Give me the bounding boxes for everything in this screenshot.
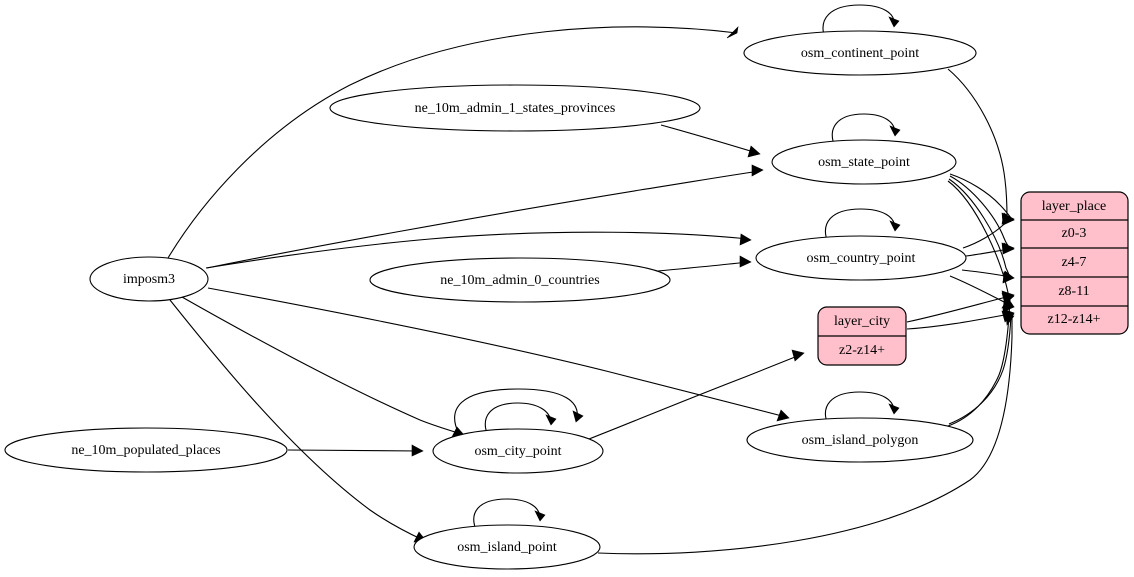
node-osm_island_polygon[interactable]: osm_island_polygon bbox=[746, 417, 974, 463]
edge-osm_island_point-self bbox=[473, 498, 546, 533]
node-osm_city_point-label: osm_city_point bbox=[474, 444, 561, 459]
record-layer_place-row-z8-11[interactable]: z8-11 bbox=[1058, 284, 1089, 299]
edge-osm_country_point-self bbox=[824, 208, 901, 244]
node-ne_10m_admin_1_states_provinces[interactable]: ne_10m_admin_1_states_provinces bbox=[329, 84, 701, 132]
node-osm_continent_point-label: osm_continent_point bbox=[801, 46, 919, 61]
edge-osm_state_point-to-layer_place-z8-11 bbox=[948, 178, 1015, 284]
edge-osm_country_point-to-layer_place-z8-11 bbox=[961, 269, 1015, 283]
node-ne_populated-label: ne_10m_populated_places bbox=[71, 443, 220, 458]
node-osm_island_polygon-label: osm_island_polygon bbox=[802, 433, 919, 448]
node-ne_countries-label: ne_10m_admin_0_countries bbox=[440, 273, 599, 288]
node-osm_state_point[interactable]: osm_state_point bbox=[771, 139, 957, 185]
edge-ne_countries-to-osm_country_point bbox=[657, 255, 752, 272]
record-layer_place-row-z0-3[interactable]: z0-3 bbox=[1062, 226, 1087, 241]
edge-layer bbox=[167, 4, 1015, 555]
record-layer_city-header: layer_city bbox=[834, 314, 890, 329]
record-layer_place-header: layer_place bbox=[1042, 199, 1107, 214]
node-imposm3-label: imposm3 bbox=[123, 272, 175, 287]
record-layer_place[interactable]: layer_place z0-3 z4-7 z8-11 z12-z14+ bbox=[1020, 191, 1129, 335]
edge-layer_city-to-layer_place-z12 bbox=[906, 308, 1015, 330]
record-layer: layer_place z0-3 z4-7 z8-11 z12-z14+ lay… bbox=[817, 191, 1129, 366]
edge-osm_island_polygon-self bbox=[824, 391, 900, 426]
edge-osm_country_point-to-layer_place-z4-7 bbox=[965, 242, 1015, 257]
edge-osm_country_point-to-layer_place-z0-3 bbox=[962, 212, 1015, 249]
edge-imposm3-to-osm_continent_point bbox=[167, 26, 739, 259]
edge-imposm3-to-osm_state_point bbox=[206, 164, 764, 269]
node-osm_continent_point[interactable]: osm_continent_point bbox=[743, 30, 977, 76]
node-ne_10m_admin_0_countries[interactable]: ne_10m_admin_0_countries bbox=[369, 257, 671, 303]
node-imposm3[interactable]: imposm3 bbox=[89, 256, 209, 302]
node-ne_10m_populated_places[interactable]: ne_10m_populated_places bbox=[4, 427, 288, 473]
node-layer: imposm3 ne_10m_admin_1_states_provinces … bbox=[4, 30, 977, 570]
record-layer_city[interactable]: layer_city z2-z14+ bbox=[817, 306, 907, 366]
node-osm_city_point[interactable]: osm_city_point bbox=[432, 428, 604, 474]
record-layer_city-row-z2-z14[interactable]: z2-z14+ bbox=[839, 343, 885, 358]
edge-osm_island_polygon-to-layer_place-z12 bbox=[948, 310, 1015, 425]
record-layer_place-row-z12-z14[interactable]: z12-z14+ bbox=[1048, 312, 1101, 327]
edge-osm_city_point-self-outer bbox=[454, 388, 584, 435]
node-osm_state_point-label: osm_state_point bbox=[818, 155, 910, 170]
edge-osm_continent_point-self bbox=[822, 4, 900, 39]
edge-osm_city_point-to-layer_city bbox=[588, 349, 805, 440]
node-osm_island_point-label: osm_island_point bbox=[457, 540, 557, 555]
node-osm_country_point-label: osm_country_point bbox=[807, 251, 916, 266]
edge-layer_city-to-layer_place-z8-11 bbox=[906, 290, 1015, 323]
edge-ne_states-to-osm_state_point bbox=[660, 124, 761, 158]
node-osm_island_point[interactable]: osm_island_point bbox=[413, 524, 601, 570]
node-ne_states-label: ne_10m_admin_1_states_provinces bbox=[415, 101, 616, 116]
node-osm_country_point[interactable]: osm_country_point bbox=[755, 235, 967, 281]
record-layer_place-row-z4-7[interactable]: z4-7 bbox=[1062, 255, 1087, 270]
edge-imposm3-to-osm_island_polygon bbox=[207, 287, 790, 422]
edge-imposm3-to-osm_country_point bbox=[205, 231, 752, 269]
edge-osm_island_point-to-layer_place-z12 bbox=[597, 313, 1015, 555]
edge-osm_state_point-self bbox=[831, 113, 901, 148]
edge-imposm3-to-osm_island_point bbox=[169, 299, 427, 543]
edge-osm_city_point-self bbox=[484, 402, 557, 437]
edge-ne_populated-to-osm_city_point bbox=[287, 444, 424, 457]
